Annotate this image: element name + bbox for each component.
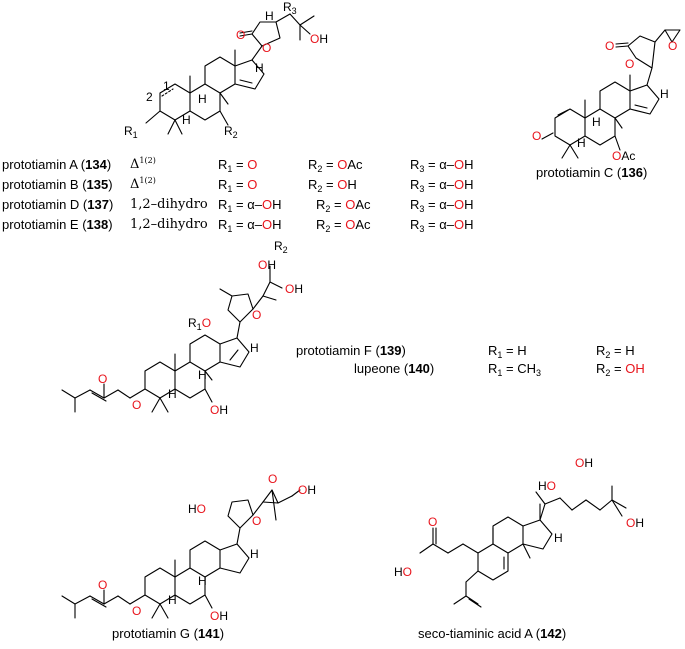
epoxide-o: O [668, 39, 678, 53]
lactone-ring-o: O [625, 57, 635, 71]
h-label: H [265, 9, 274, 23]
h-label: H [592, 115, 601, 129]
compound-139-r1: R1 = H [488, 343, 527, 360]
compound-134-unsaturation: Δ1(2) [130, 156, 156, 172]
compound-135-name: prototiamin B (135) [2, 177, 113, 192]
compound-139-r2: R2 = H [596, 343, 635, 360]
compound-140-r2: R2 = OH [596, 361, 645, 378]
position-2-label: 2 [146, 90, 153, 104]
compound-138-r3: R3 = α–OH [410, 217, 474, 234]
h-label: H [660, 87, 669, 101]
compound-134-name: prototiamin A (134) [2, 157, 112, 172]
compound-138-name: prototiamin E (138) [2, 217, 113, 232]
oh-label: OH [258, 258, 277, 272]
structure-136 [541, 29, 681, 159]
compound-138-r2: R2 = OAc [316, 217, 371, 234]
compound-138-saturation: 1,2–dihydro [130, 217, 208, 232]
h-label: H [255, 61, 264, 75]
oh-label: OH [626, 516, 645, 530]
compound-135-r1: R1 = O [218, 177, 258, 194]
r1-label: R1 [124, 124, 138, 140]
compound-135-unsaturation: Δ1(2) [130, 176, 156, 192]
compound-140-r1: R1 = CH3 [488, 361, 542, 378]
r3-label: R3 [283, 0, 297, 16]
furan-o: O [252, 514, 262, 528]
h-label: H [198, 574, 207, 588]
h-label: H [250, 341, 259, 355]
h-label: H [198, 92, 207, 106]
structure-139-140 [61, 265, 283, 413]
position-1-label: 1 [163, 79, 170, 93]
epoxide-o: O [268, 472, 278, 486]
h-label: H [168, 593, 177, 607]
h-label: H [198, 368, 207, 382]
compound-137-r2: R2 = OAc [316, 197, 371, 214]
structure-141 [61, 489, 301, 619]
structure-142 [419, 485, 627, 608]
oh-label: OH [285, 282, 304, 296]
compound-137-r3: R3 = α–OH [410, 197, 474, 214]
ho-label: HO [394, 565, 413, 579]
oac-label: OAc [612, 149, 636, 163]
furan-o: O [252, 308, 262, 322]
h-label: H [554, 531, 563, 545]
compound-136-name: prototiamin C (136) [536, 165, 648, 180]
h-label: H [250, 547, 259, 561]
ester-o: O [132, 398, 142, 412]
compound-142-name: seco-tiaminic acid A (142) [418, 626, 567, 641]
compound-140-name: lupeone (140) [354, 361, 435, 376]
h-label: H [182, 113, 191, 127]
carbonyl-o: O [98, 372, 108, 386]
ketone-o: O [532, 129, 542, 143]
compound-134-r3: R3 = α–OH [410, 157, 474, 174]
compound-134-r1: R1 = O [218, 157, 258, 174]
oh-label: OH [210, 609, 229, 623]
compound-135-r2: R2 = OH [308, 177, 357, 194]
lactone-carbonyl-o: O [236, 28, 246, 42]
r1o-label: R1O [188, 316, 212, 332]
compound-137-name: prototiamin D (137) [2, 197, 114, 212]
lactone-ring-o: O [262, 41, 272, 55]
oh-label: OH [310, 32, 329, 46]
structure-134-138 [145, 13, 315, 135]
compound-137-saturation: 1,2–dihydro [130, 197, 208, 212]
oh-label: OH [210, 403, 229, 417]
r2-label: R2 [224, 124, 238, 140]
ho-label: HO [188, 502, 207, 516]
compound-141-name: prototiamin G (141) [112, 626, 225, 641]
compound-137-r1: R1 = α–OH [218, 197, 282, 214]
compound-135-r3: R3 = α–OH [410, 177, 474, 194]
compound-139-name: prototiamin F (139) [296, 343, 406, 358]
h-label: H [577, 136, 586, 150]
r2-label: R2 [274, 239, 288, 255]
lactone-carbonyl-o: O [605, 39, 615, 53]
carbonyl-o: O [98, 578, 108, 592]
acid-carbonyl-o: O [428, 515, 438, 529]
oh-label: OH [575, 456, 594, 470]
compound-138-r1: R1 = α–OH [218, 217, 282, 234]
compound-134-r2: R2 = OAc [308, 157, 363, 174]
ester-o: O [132, 604, 142, 618]
ho-label: HO [538, 479, 557, 493]
h-label: H [168, 387, 177, 401]
oh-label: OH [298, 483, 317, 497]
